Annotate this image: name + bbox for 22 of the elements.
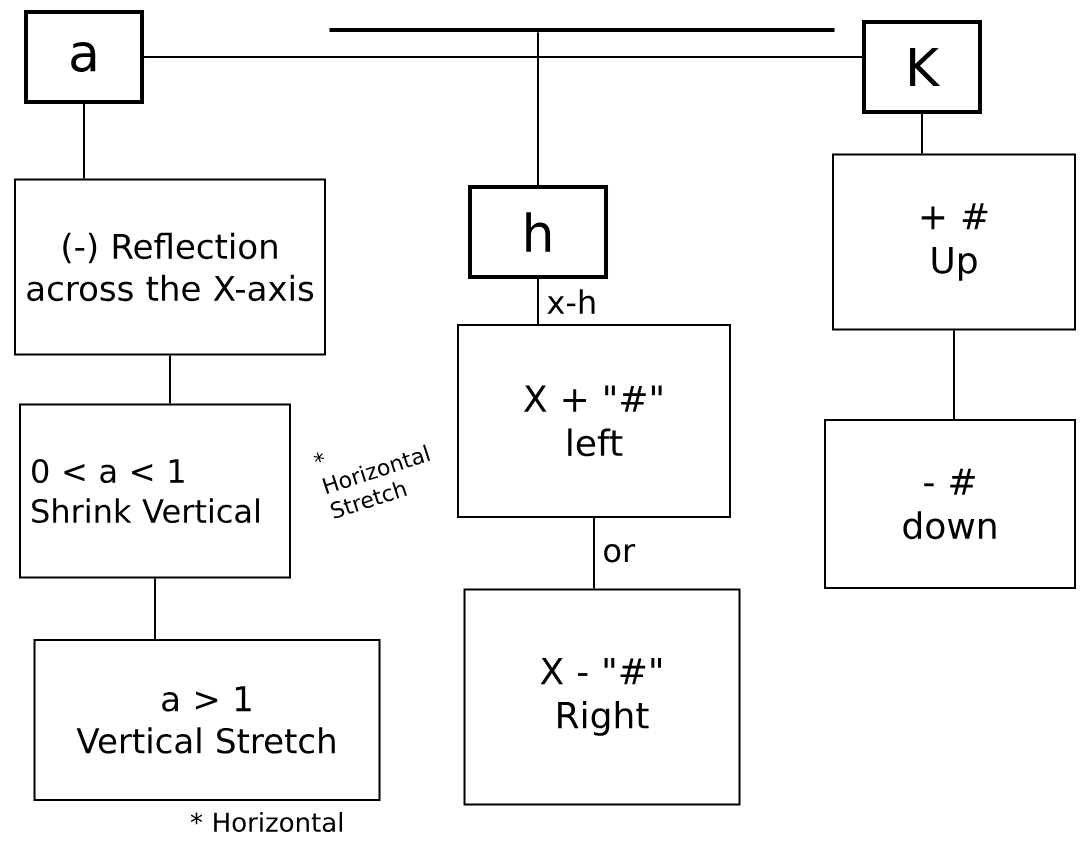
connector-line — [154, 577, 156, 640]
connector-line — [83, 103, 85, 180]
variable-box: K — [862, 20, 982, 114]
connector-line — [921, 113, 923, 155]
note-box: (-) Reflection across the X-axis — [14, 178, 326, 356]
connector-line — [953, 329, 955, 420]
note-box: X - "#" Right — [463, 588, 741, 806]
connector-line — [143, 56, 863, 58]
edge-label: x-h — [547, 289, 595, 314]
note-text: * Horizontal — [190, 811, 342, 833]
note-box: 0 < a < 1 Shrink Vertical — [19, 403, 291, 579]
connector-line — [593, 517, 595, 590]
note-box: - # down — [824, 419, 1076, 589]
variable-box: a — [24, 10, 144, 104]
connector-line — [537, 278, 539, 325]
variable-box: h — [468, 185, 608, 279]
edge-label: or — [604, 544, 636, 563]
note-box: X + "#" left — [457, 324, 731, 518]
note-box: a > 1 Vertical Stretch — [33, 639, 381, 801]
note-box: + # Up — [832, 153, 1076, 331]
connector-line — [537, 31, 539, 186]
connector-line — [169, 354, 171, 405]
